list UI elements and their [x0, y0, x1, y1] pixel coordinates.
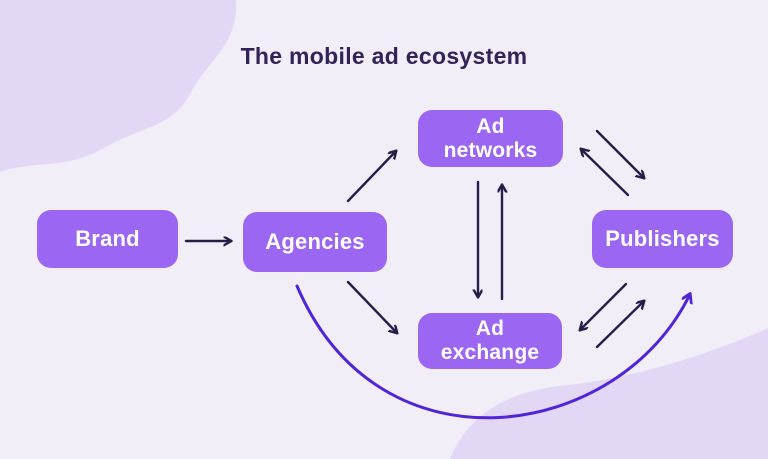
node-agencies: Agencies	[243, 212, 387, 272]
arrow-agencies-to-ad-networks	[346, 151, 396, 203]
diagram-title: The mobile ad ecosystem	[240, 43, 528, 69]
node-ad-networks: Ad networks	[418, 110, 563, 167]
node-publishers: Publishers	[592, 210, 733, 268]
node-agencies-label: Agencies	[265, 228, 365, 254]
node-brand-label: Brand	[75, 225, 140, 251]
arrow-ad-exchange-to-publishers	[595, 301, 644, 349]
arrow-ad-networks-to-publishers	[595, 129, 644, 178]
decorative-blob-bottom-right	[450, 328, 768, 459]
curved-arrow-agencies-to-publishers	[295, 284, 690, 420]
decorative-blob-top-left	[0, 0, 237, 172]
node-ad-exchange-label: Ad exchange	[440, 317, 540, 364]
node-ad-exchange: Ad exchange	[418, 313, 562, 369]
node-ad-networks-label: Ad networks	[443, 114, 538, 162]
arrow-publishers-to-ad-networks	[581, 149, 630, 197]
node-brand: Brand	[37, 210, 178, 268]
node-publishers-label: Publishers	[605, 225, 720, 251]
arrow-publishers-to-ad-exchange	[580, 282, 628, 330]
arrow-agencies-to-ad-exchange	[346, 280, 397, 333]
